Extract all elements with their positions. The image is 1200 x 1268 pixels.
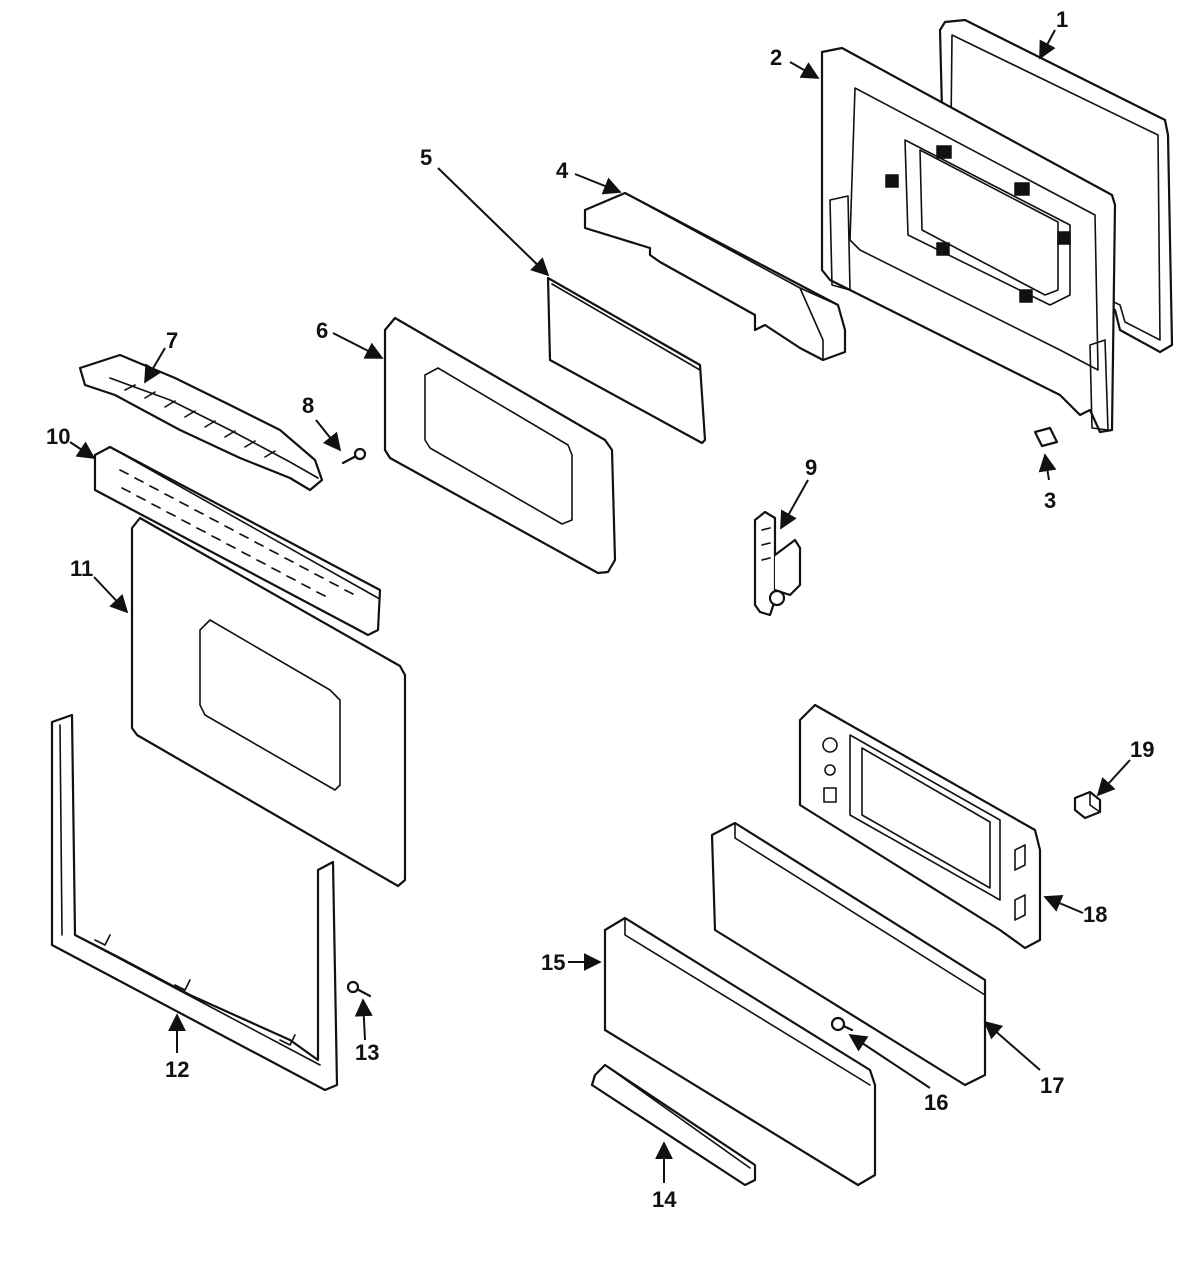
part-12-door-frame [50,713,339,1092]
leader-17 [983,1020,1041,1071]
callout-6: 6 [316,318,328,343]
part-11-outer-door [130,516,407,888]
leader-16 [848,1034,931,1089]
part-17-drawer-panel [710,821,987,1087]
callout-10: 10 [46,424,70,449]
callout-16: 16 [924,1090,948,1115]
part-10-vent-trim [93,445,382,637]
leader-19 [1096,759,1131,797]
part-3-clip [1033,426,1059,448]
leader-7 [144,347,166,384]
leader-18 [1043,894,1084,914]
part-5-glass [546,276,707,445]
callout-12: 12 [165,1057,189,1082]
callout-2: 2 [770,45,782,70]
leader-6 [332,332,384,359]
callout-17: 17 [1040,1073,1064,1098]
leader-lines [69,29,1131,1183]
callout-18: 18 [1083,902,1107,927]
part-15-drawer-front [603,916,877,1187]
callout-13: 13 [355,1040,379,1065]
leader-1 [1039,29,1056,60]
leader-9 [780,479,809,530]
part-7-handle [78,353,324,492]
callout-5: 5 [420,145,432,170]
part-16-screw [830,1016,854,1032]
part-19-clip [1073,790,1102,820]
callout-14: 14 [652,1187,677,1212]
part-8-screw [341,447,367,465]
leader-3 [1038,453,1057,481]
part-13-screw [346,980,372,998]
callout-8: 8 [302,393,314,418]
part-9-hinge [753,510,802,617]
part-4-insulation [583,191,847,362]
leader-4 [574,173,622,195]
callout-3: 3 [1044,488,1056,513]
callout-11: 11 [70,556,93,581]
callout-labels: 1 2 3 4 5 6 7 8 9 10 11 12 13 14 15 16 1… [46,7,1154,1212]
leader-5 [437,167,550,277]
callout-7: 7 [166,328,178,353]
callout-4: 4 [556,158,569,183]
callout-19: 19 [1130,737,1154,762]
part-2-inner-door-panel [820,46,1117,434]
leader-13 [354,998,373,1041]
part-14-trim-strip [590,1063,757,1187]
part-6-window-frame [383,316,617,575]
callout-1: 1 [1056,7,1068,32]
callout-9: 9 [805,455,817,480]
leader-10 [69,441,96,459]
leader-11 [93,576,129,614]
callout-15: 15 [541,950,565,975]
part-18-drawer-frame [798,703,1042,950]
leader-8 [315,419,342,452]
leader-2 [789,61,820,79]
